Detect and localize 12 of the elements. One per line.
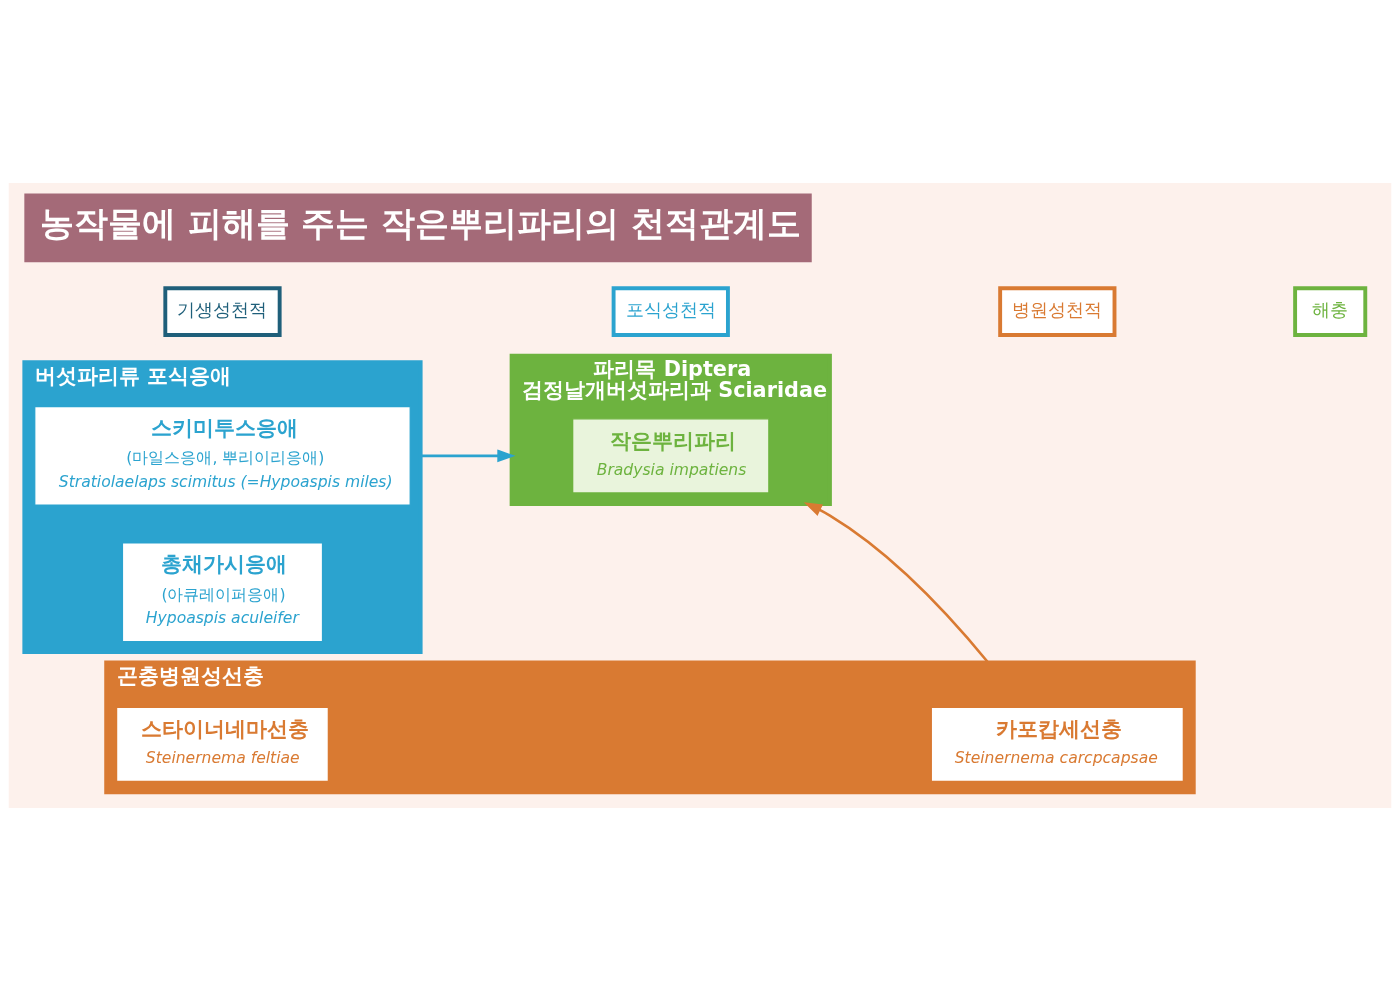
legend-label: 포식성천적 [625,299,716,321]
arrow [803,502,990,664]
node-box: 총채가시응애 (아큐레이퍼응애) Hypoaspis aculeifer [121,542,324,643]
legend-label: 병원성천적 [1012,299,1103,321]
node-box: 카포캅세선충 Steinernema carcpcapsae [930,706,1184,782]
node-box: 스타이너네마선충 Steinernema feltiae [115,706,330,782]
node-box: 스키미투스응애 (마일스응애, 뿌리이리응애) Stratiolaelaps scimitus (=Hypoaspis miles) [34,405,411,506]
legend-label: 기생성천적 [177,299,268,321]
legend-label: 해충 [1312,299,1349,321]
node-box: 작은뿌리파리 Bradysia impatiens [572,418,770,494]
diagram-title: 농작물에 피해를 주는 작은뿌리파리의 천적관계도 [39,204,801,244]
arrow [420,449,516,463]
